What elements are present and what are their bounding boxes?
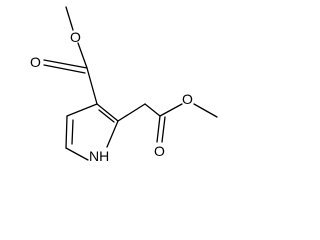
bond-methyl-ester	[65, 6, 74, 31]
ring-nh-label: NH	[89, 148, 109, 164]
bond-ring-c3-c2	[96, 103, 119, 122]
bond-ester-c-o-double-1	[43, 59, 88, 69]
bond-ester-c-o-double-2	[43, 64, 86, 74]
bond-ring-c2-n	[106, 120, 119, 148]
bond-side-o-methyl	[193, 103, 218, 118]
bond-ch2-to-carbonyl	[144, 103, 161, 117]
bond-side-c-o-double-2	[161, 116, 166, 143]
bond-ring-c4-c5	[65, 115, 68, 149]
bond-side-c-o	[159, 103, 183, 117]
bond-ester-to-ring	[86, 67, 98, 105]
side-carbonyl-oxygen-label: O	[154, 143, 165, 159]
ester-ether-oxygen-label: O	[70, 29, 81, 45]
bond-ring-c3-c2-inner	[98, 109, 115, 123]
bond-ester-o-c	[77, 42, 88, 69]
bond-ring-to-ch2	[117, 103, 146, 122]
bond-side-c-o-double-1	[156, 115, 161, 143]
chemical-structure-diagram: O O O O NH	[30, 6, 218, 164]
bond-ring-c4-c5-inner	[71, 119, 74, 145]
side-ether-oxygen-label: O	[182, 91, 193, 107]
bond-ring-c5-n	[65, 147, 89, 161]
bond-ring-c3-c4	[66, 103, 98, 117]
ester-carbonyl-oxygen-label: O	[30, 54, 41, 70]
